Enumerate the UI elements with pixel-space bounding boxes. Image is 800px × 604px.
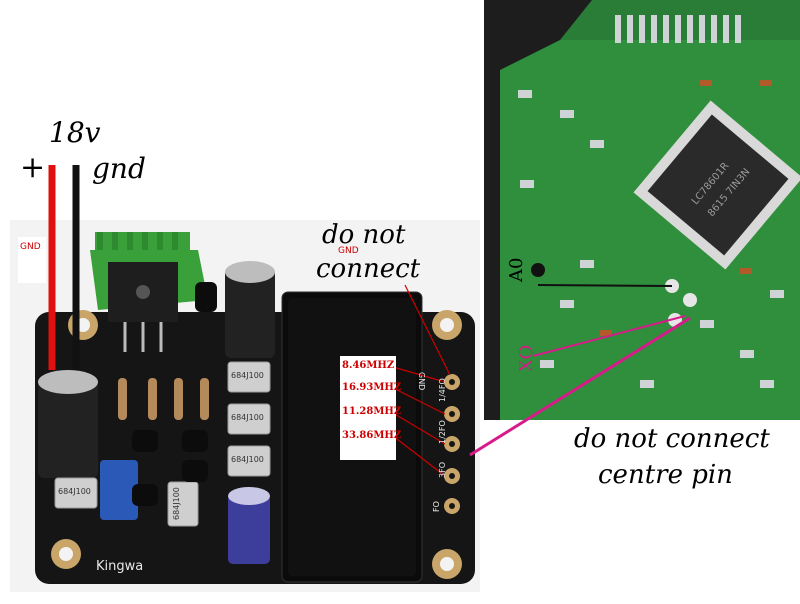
pin-label-fo: FO <box>432 501 441 512</box>
clock-board-photo <box>10 220 480 592</box>
frequency-leaders <box>392 284 451 477</box>
trimmer-potentiometer <box>100 460 138 520</box>
a0-pointer <box>537 284 673 287</box>
output-pins <box>444 374 460 514</box>
xo-label: XO <box>516 344 537 372</box>
transistors <box>132 282 217 506</box>
xo-connection-wire <box>469 316 691 457</box>
pin-label-gnd: GND <box>417 372 426 391</box>
film-capacitors <box>54 361 271 527</box>
centre-pin-line1: do not connect <box>574 424 770 454</box>
lc78601r-chip <box>633 100 800 270</box>
xo-pointer <box>532 315 686 357</box>
gnd-tag-box-left <box>18 237 46 283</box>
frequency-label-4: 33.86MHZ <box>342 430 402 441</box>
pin-label-half-fo: 1/2FO <box>438 420 447 444</box>
pin-label-quarter-fo: 1/4FO <box>438 378 447 402</box>
brand-label: Kingwa <box>96 559 144 574</box>
frequency-label-3: 11.28MHZ <box>342 406 402 417</box>
gnd-tag-left: GND <box>20 242 41 252</box>
capacitor-label-3: 684J100 <box>231 455 264 464</box>
capacitor-label-1: 684J100 <box>231 371 264 380</box>
capacitor-label-5: 684J100 <box>172 487 181 520</box>
resistors <box>118 378 209 420</box>
do-not-connect-line2: connect <box>316 254 421 284</box>
pin-label-3fo: 3FO <box>438 462 447 478</box>
capacitor-label-4: 684J100 <box>58 487 91 496</box>
a0-label: A0 <box>506 257 527 282</box>
electrolytic-capacitors <box>38 261 275 564</box>
frequency-label-2: 16.93MHZ <box>342 382 402 393</box>
centre-pin-line2: centre pin <box>598 460 733 490</box>
voltage-label: 18v <box>49 116 101 149</box>
do-not-connect-line1: do not <box>322 220 406 250</box>
capacitor-label-2: 684J100 <box>231 413 264 422</box>
heatsink <box>90 232 208 352</box>
plus-label: + <box>20 150 46 185</box>
frequency-label-1: 8.46MHZ <box>342 360 395 371</box>
cd-player-pcb-photo <box>484 0 800 420</box>
gnd-tag-mid: GND <box>338 246 359 256</box>
frequency-label-box <box>340 356 396 460</box>
gnd-label: gnd <box>92 152 146 185</box>
